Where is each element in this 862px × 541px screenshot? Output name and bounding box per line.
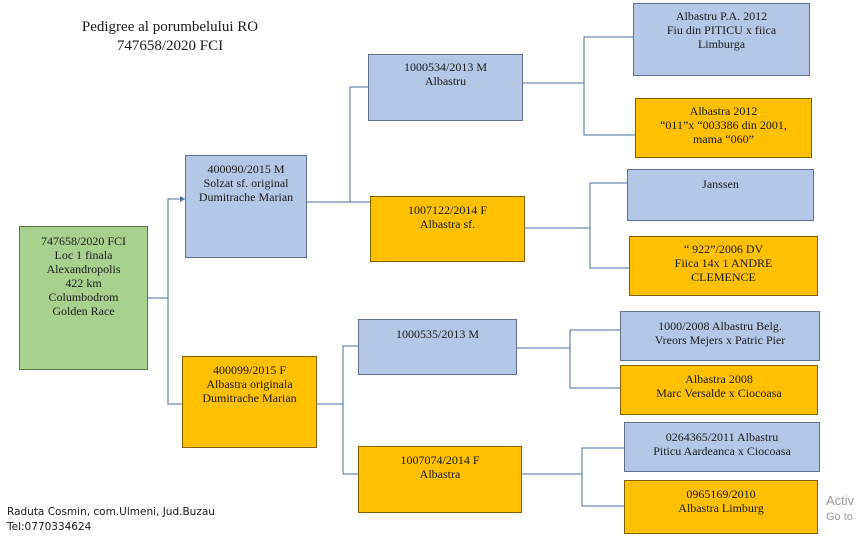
sd-dam-box: “ 922”/2006 DV Fiica 14x 1 ANDRE CLEMENC… <box>629 236 818 296</box>
root-pigeon-box: 747658/2020 FCI Loc 1 finala Alexandropo… <box>19 226 148 370</box>
ss-dam-line: mama “060” <box>693 132 754 146</box>
dd-dam-line: 0965169/2010 <box>686 487 756 501</box>
connector-root-sire <box>148 198 185 299</box>
root-line: Alexandropolis <box>46 262 121 276</box>
connector-dam-dam <box>342 404 358 475</box>
sd-dam-line: “ 922”/2006 DV <box>683 242 764 256</box>
ds-dam-line: Albastra 2008 <box>685 372 753 386</box>
ss-sire-line: Fiu din PITICU x fiica <box>666 23 777 37</box>
ss-dam-box: Albastra 2012 “011”x “003386 din 2001, m… <box>635 98 812 158</box>
dam-dam-box: 1007074/2014 F Albastra <box>358 446 522 513</box>
dd-dam-box: 0965169/2010 Albastra Limburg <box>624 480 818 534</box>
dd-sire-line: Piticu Aardeanca x Ciocoasa <box>653 444 791 458</box>
ds-dam-line: Marc Versalde x Ciocoasa <box>656 386 782 400</box>
connector-dd-sire <box>522 447 624 475</box>
root-line: Columbodrom <box>48 290 119 304</box>
dam-sire-box: 1000535/2013 M <box>358 319 517 375</box>
sire-sire-box: 1000534/2013 M Albastru <box>368 54 523 121</box>
breeder-contact: Raduta Cosmin, com.Ulmeni, Jud.Buzau Tel… <box>7 505 215 535</box>
ds-dam-box: Albastra 2008 Marc Versalde x Ciocoasa <box>620 365 818 415</box>
dam-line: 400099/2015 F <box>212 363 286 377</box>
root-line: Golden Race <box>52 304 115 318</box>
ds-sire-line: Vreors Mejers x Patric Pier <box>654 333 786 347</box>
ss-dam-line: “011”x “003386 din 2001, <box>660 118 787 132</box>
ss-sire-box: Albastru P.A. 2012 Fiu din PITICU x fiic… <box>633 3 810 76</box>
dam-line: Dumitrache Marian <box>202 391 297 405</box>
title-line-1: Pedigree al porumbelului RO <box>81 19 259 35</box>
activation-watermark: Activ Go to <box>826 492 862 526</box>
dd-sire-box: 0264365/2011 Albastru Piticu Aardeanca x… <box>624 422 820 472</box>
dam-dam-line: Albastra <box>419 467 461 481</box>
sire-line: 400090/2015 M <box>207 162 285 176</box>
breeder-phone: Tel:0770334624 <box>7 521 92 533</box>
root-line: Loc 1 finala <box>54 248 113 262</box>
root-line: 422 km <box>65 276 102 290</box>
watermark-line-1: Activ <box>826 493 855 508</box>
sire-box: 400090/2015 M Solzat sf. original Dumitr… <box>185 155 307 258</box>
connector-sire-sire <box>307 86 368 203</box>
sd-dam-line: Fiica 14x 1 ANDRE <box>674 256 773 270</box>
connector-ds-sire <box>517 329 620 349</box>
dam-box: 400099/2015 F Albastra originala Dumitra… <box>182 356 317 448</box>
connector-dd-dam <box>581 474 624 507</box>
sd-dam-line: CLEMENCE <box>691 270 756 284</box>
connector-dam-sire <box>317 345 358 405</box>
dam-sire-line: 1000535/2013 M <box>395 327 479 341</box>
dd-sire-line: 0264365/2011 Albastru <box>665 430 779 444</box>
sire-dam-line: Albastra sf. <box>419 217 476 231</box>
ss-sire-line: Albastru P.A. 2012 <box>675 9 768 23</box>
dd-dam-line: Albastra Limburg <box>678 501 764 515</box>
dam-line: Albastra originala <box>206 377 293 391</box>
connector-ss-sire <box>523 36 633 84</box>
ss-dam-line: Albastra 2012 <box>689 104 758 118</box>
connector-ds-dam <box>569 348 620 389</box>
pedigree-title: Pedigree al porumbelului RO 747658/2020 … <box>40 18 300 56</box>
sire-line: Solzat sf. original <box>203 176 289 190</box>
ds-sire-line: 1000/2008 Albastru Belg. <box>658 319 782 333</box>
root-line: 747658/2020 FCI <box>40 234 126 248</box>
connector-ss-dam <box>583 83 635 136</box>
sd-sire-box: Janssen <box>627 169 814 221</box>
connector-sd-sire <box>525 182 627 229</box>
sire-dam-line: 1007122/2014 F <box>407 203 487 217</box>
sire-sire-line: Albastru <box>424 74 467 88</box>
breeder-name: Raduta Cosmin, com.Ulmeni, Jud.Buzau <box>7 506 215 518</box>
connector-root-dam <box>167 298 182 405</box>
ds-sire-box: 1000/2008 Albastru Belg. Vreors Mejers x… <box>620 311 820 361</box>
dam-dam-line: 1007074/2014 F <box>400 453 480 467</box>
sire-line: Dumitrache Marian <box>198 190 294 204</box>
title-line-2: 747658/2020 FCI <box>116 38 224 54</box>
watermark-line-2: Go to <box>826 511 853 523</box>
sire-dam-box: 1007122/2014 F Albastra sf. <box>370 196 525 262</box>
sd-sire-line: Janssen <box>702 177 739 191</box>
ss-sire-line: Limburga <box>697 37 746 51</box>
sire-sire-line: 1000534/2013 M <box>403 60 487 74</box>
connector-sd-dam <box>589 228 629 269</box>
